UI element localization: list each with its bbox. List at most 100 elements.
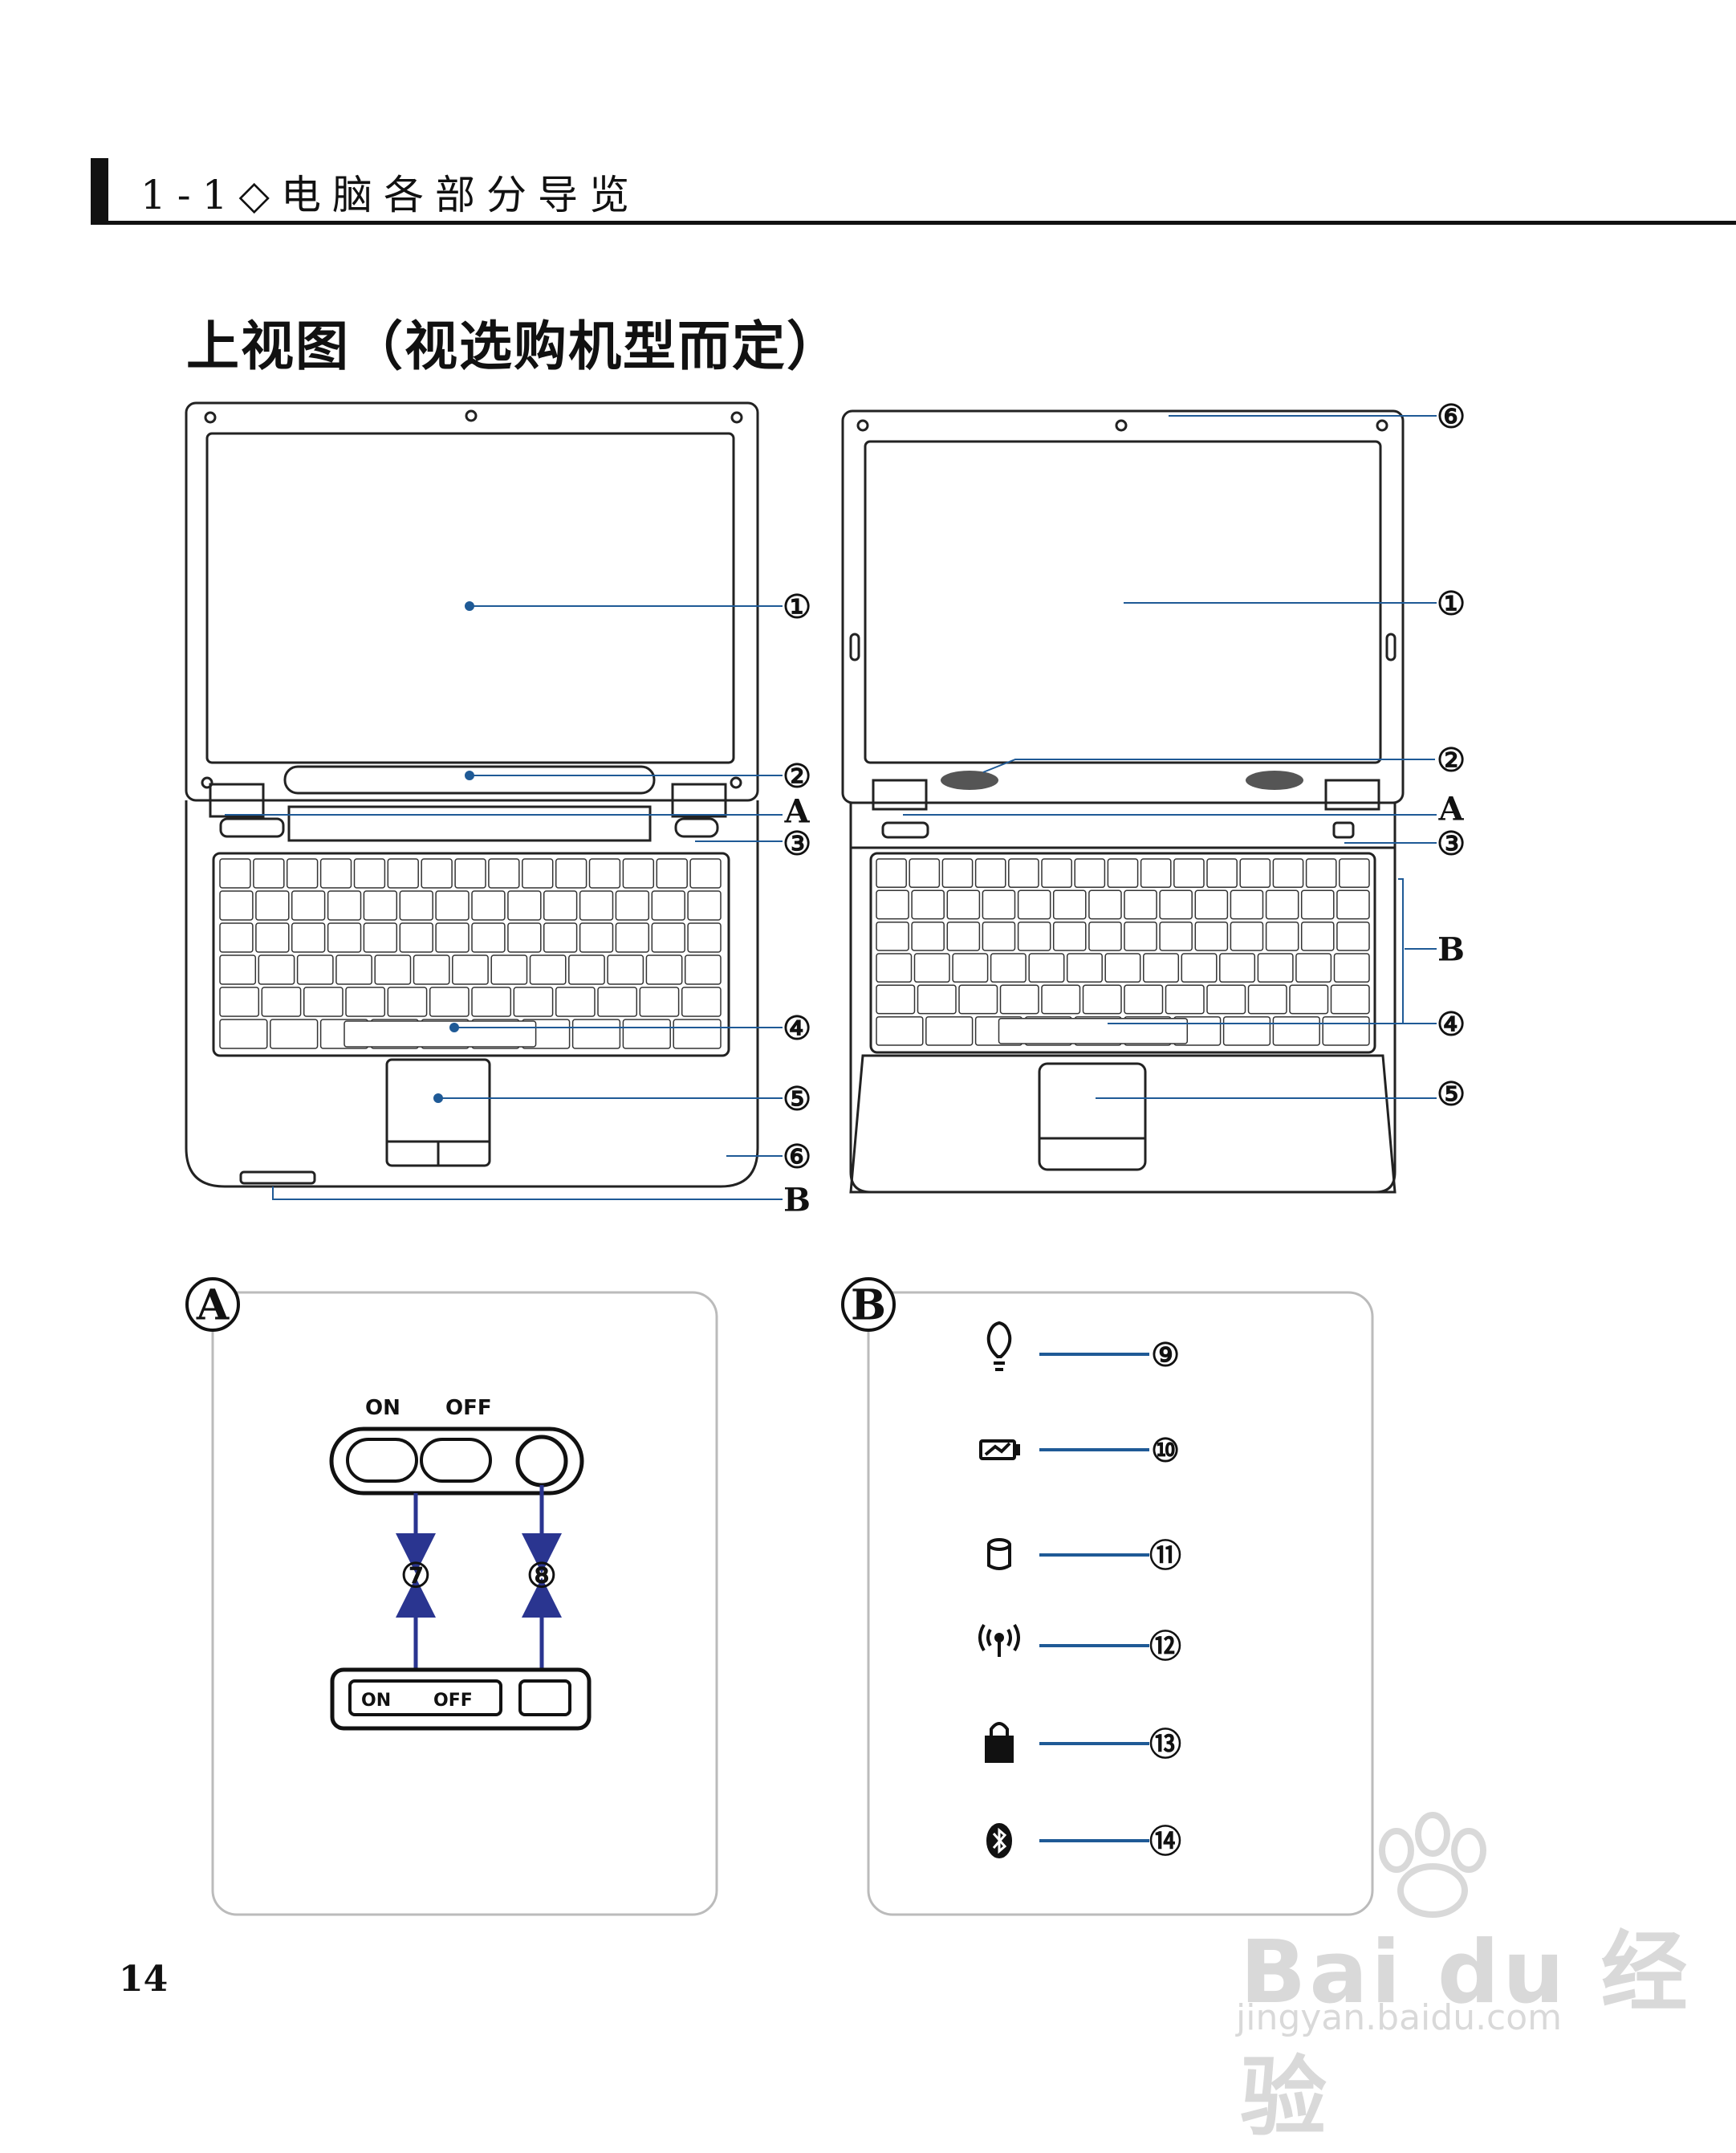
panel-a-title: A — [196, 1281, 230, 1330]
keyboard-key — [946, 889, 981, 920]
keyboard-key — [1041, 858, 1072, 889]
svg-text:⑤: ⑤ — [783, 1080, 811, 1117]
keyboard-key — [261, 987, 302, 1017]
keyboard-key — [488, 858, 520, 889]
svg-text:B: B — [1437, 930, 1465, 968]
keyboard-key — [1159, 921, 1193, 951]
callout-left-4: ③ — [783, 824, 811, 862]
laptop-right-keyboard — [869, 852, 1376, 1054]
disk-icon — [987, 1538, 1011, 1570]
keyboard-key — [911, 921, 945, 951]
keyboard-key — [219, 890, 254, 921]
keyboard-key — [946, 921, 981, 951]
laptop-left-keys — [219, 858, 722, 1049]
keyboard-key — [435, 890, 470, 921]
callout-right-1: ⑥ — [1437, 397, 1466, 435]
keyboard-key — [1322, 1015, 1370, 1046]
laptop-right-keys — [876, 858, 1370, 1046]
power4gear-button-upper — [515, 1435, 568, 1488]
power-bulb-icon — [986, 1321, 1012, 1371]
keyboard-key — [291, 922, 326, 953]
keyboard-key — [579, 922, 614, 953]
keyboard-key — [645, 954, 683, 985]
keyboard-key — [1305, 858, 1337, 889]
keyboard-key — [471, 890, 506, 921]
keyboard-key — [1008, 858, 1039, 889]
keyboard-key — [656, 858, 688, 889]
keyboard-key — [687, 890, 722, 921]
keyboard-key — [1247, 984, 1287, 1015]
svg-text:③: ③ — [783, 824, 811, 862]
svg-text:B: B — [783, 1181, 811, 1219]
keyboard-key — [507, 890, 542, 921]
keyboard-key — [303, 987, 344, 1017]
keyboard-key — [1339, 858, 1370, 889]
keyboard-key — [651, 922, 685, 953]
keyboard-key — [1052, 889, 1087, 920]
keyboard-key — [429, 987, 470, 1017]
callout-right-5: ③ — [1437, 824, 1466, 862]
callout-7: ⑦ — [400, 1556, 431, 1595]
keyboard-key — [615, 922, 650, 953]
keyboard-key — [681, 987, 722, 1017]
svg-text:⑧: ⑧ — [526, 1556, 557, 1595]
keyboard-key — [219, 858, 251, 889]
keyboard-key — [387, 987, 428, 1017]
keyboard-key — [1265, 921, 1299, 951]
panel-a-frame — [211, 1291, 718, 1916]
keyboard-key — [1219, 953, 1256, 983]
leaders-left — [225, 601, 783, 1200]
keyboard-key — [345, 987, 386, 1017]
svg-text:①: ① — [1437, 584, 1466, 622]
callout-left-8: B — [783, 1181, 811, 1219]
keyboard-key — [1239, 858, 1271, 889]
svg-text:⑥: ⑥ — [783, 1138, 811, 1175]
callout-right-7: ④ — [1437, 1005, 1466, 1043]
keyboard-key — [335, 954, 372, 985]
keyboard-key — [1066, 953, 1103, 983]
keyboard-key — [999, 984, 1039, 1015]
keyboard-key — [1206, 858, 1238, 889]
keyboard-key — [413, 954, 450, 985]
keyboard-key — [1230, 889, 1264, 920]
keyboard-key — [1336, 921, 1370, 951]
keyboard-key — [673, 1019, 722, 1049]
baidu-paw-watermark — [1379, 1812, 1486, 1918]
svg-text:A: A — [1437, 790, 1464, 828]
svg-text:①: ① — [783, 588, 811, 625]
keyboard-key — [490, 954, 528, 985]
keyboard-key — [296, 954, 334, 985]
keyboard-key — [219, 987, 260, 1017]
svg-text:A: A — [196, 1281, 230, 1330]
svg-text:⑭: ⑭ — [1149, 1822, 1181, 1860]
callout-left-7: ⑥ — [783, 1138, 811, 1175]
keyboard-key — [622, 1019, 671, 1049]
panel-b-frame — [867, 1291, 1374, 1916]
keyboard-key — [607, 954, 644, 985]
callout-left-1: ① — [783, 588, 811, 625]
keyboard-key — [913, 953, 950, 983]
keyboard-key — [1104, 953, 1141, 983]
callout-9: ⑨ — [1151, 1336, 1180, 1374]
keyboard-key — [1124, 889, 1157, 920]
keyboard-key — [1336, 889, 1370, 920]
keyboard-key — [982, 889, 1016, 920]
keyboard-key — [1222, 1015, 1271, 1046]
callout-8: ⑧ — [526, 1556, 557, 1595]
keyboard-key — [597, 987, 638, 1017]
keyboard-key — [219, 954, 257, 985]
keyboard-key — [529, 954, 567, 985]
header-bar — [91, 158, 108, 222]
keyboard-key — [1289, 984, 1329, 1015]
laptop-right — [841, 409, 1405, 1194]
keyboard-key — [471, 987, 512, 1017]
svg-text:⑪: ⑪ — [1149, 1536, 1181, 1574]
keyboard-key — [327, 890, 362, 921]
keyboard-key — [1074, 858, 1106, 889]
svg-text:⑦: ⑦ — [400, 1556, 431, 1595]
keyboard-key — [435, 922, 470, 953]
keyboard-key — [255, 890, 290, 921]
keyboard-key — [1017, 889, 1051, 920]
